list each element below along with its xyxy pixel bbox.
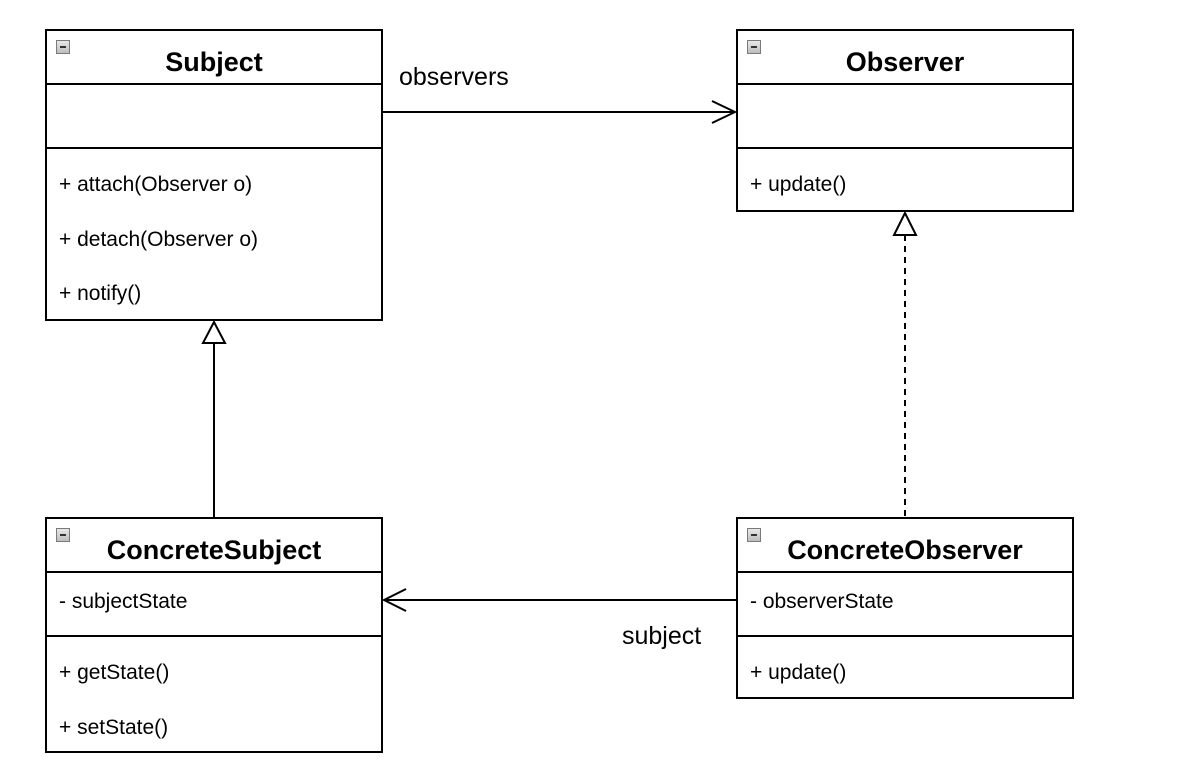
operations-section: + update() bbox=[738, 637, 1072, 697]
class-header: ConcreteSubject bbox=[47, 519, 381, 573]
realization-triangle bbox=[892, 210, 918, 236]
operation: + update() bbox=[750, 173, 847, 196]
observers-arrowhead bbox=[711, 100, 738, 124]
class-name: Observer bbox=[845, 46, 965, 77]
operation: + getState() bbox=[59, 661, 170, 684]
collapse-icon[interactable] bbox=[747, 40, 761, 54]
generalization-triangle bbox=[201, 319, 227, 344]
class-name: ConcreteObserver bbox=[787, 534, 1023, 565]
class-header: ConcreteObserver bbox=[738, 519, 1072, 573]
class-concrete-subject[interactable]: ConcreteSubject - subjectState + getStat… bbox=[45, 517, 383, 753]
operation: + update() bbox=[750, 661, 847, 684]
attributes-section bbox=[738, 85, 1072, 149]
operation: + notify() bbox=[59, 282, 142, 305]
attribute: - subjectState bbox=[59, 590, 188, 613]
subject-arrowhead bbox=[381, 588, 407, 612]
collapse-icon[interactable] bbox=[56, 40, 70, 54]
operation: + attach(Observer o) bbox=[59, 173, 253, 196]
attributes-section: - subjectState bbox=[47, 573, 381, 637]
operation: + setState() bbox=[59, 716, 169, 739]
observers-role-label: observers bbox=[399, 63, 509, 91]
attributes-section bbox=[47, 85, 381, 149]
collapse-icon[interactable] bbox=[747, 528, 761, 542]
class-observer[interactable]: Observer + update() bbox=[736, 29, 1074, 212]
attributes-section: - observerState bbox=[738, 573, 1072, 637]
operation: + detach(Observer o) bbox=[59, 228, 259, 251]
operations-section: + getState() + setState() bbox=[47, 637, 381, 751]
attribute: - observerState bbox=[750, 590, 894, 613]
class-header: Subject bbox=[47, 31, 381, 85]
class-subject[interactable]: Subject + attach(Observer o) + detach(Ob… bbox=[45, 29, 383, 321]
operations-section: + attach(Observer o) + detach(Observer o… bbox=[47, 149, 381, 319]
class-header: Observer bbox=[738, 31, 1072, 85]
class-concrete-observer[interactable]: ConcreteObserver - observerState + updat… bbox=[736, 517, 1074, 699]
subject-role-label: subject bbox=[622, 622, 702, 650]
class-name: Subject bbox=[165, 46, 263, 77]
operations-section: + update() bbox=[738, 149, 1072, 210]
collapse-icon[interactable] bbox=[56, 528, 70, 542]
class-name: ConcreteSubject bbox=[106, 534, 322, 565]
